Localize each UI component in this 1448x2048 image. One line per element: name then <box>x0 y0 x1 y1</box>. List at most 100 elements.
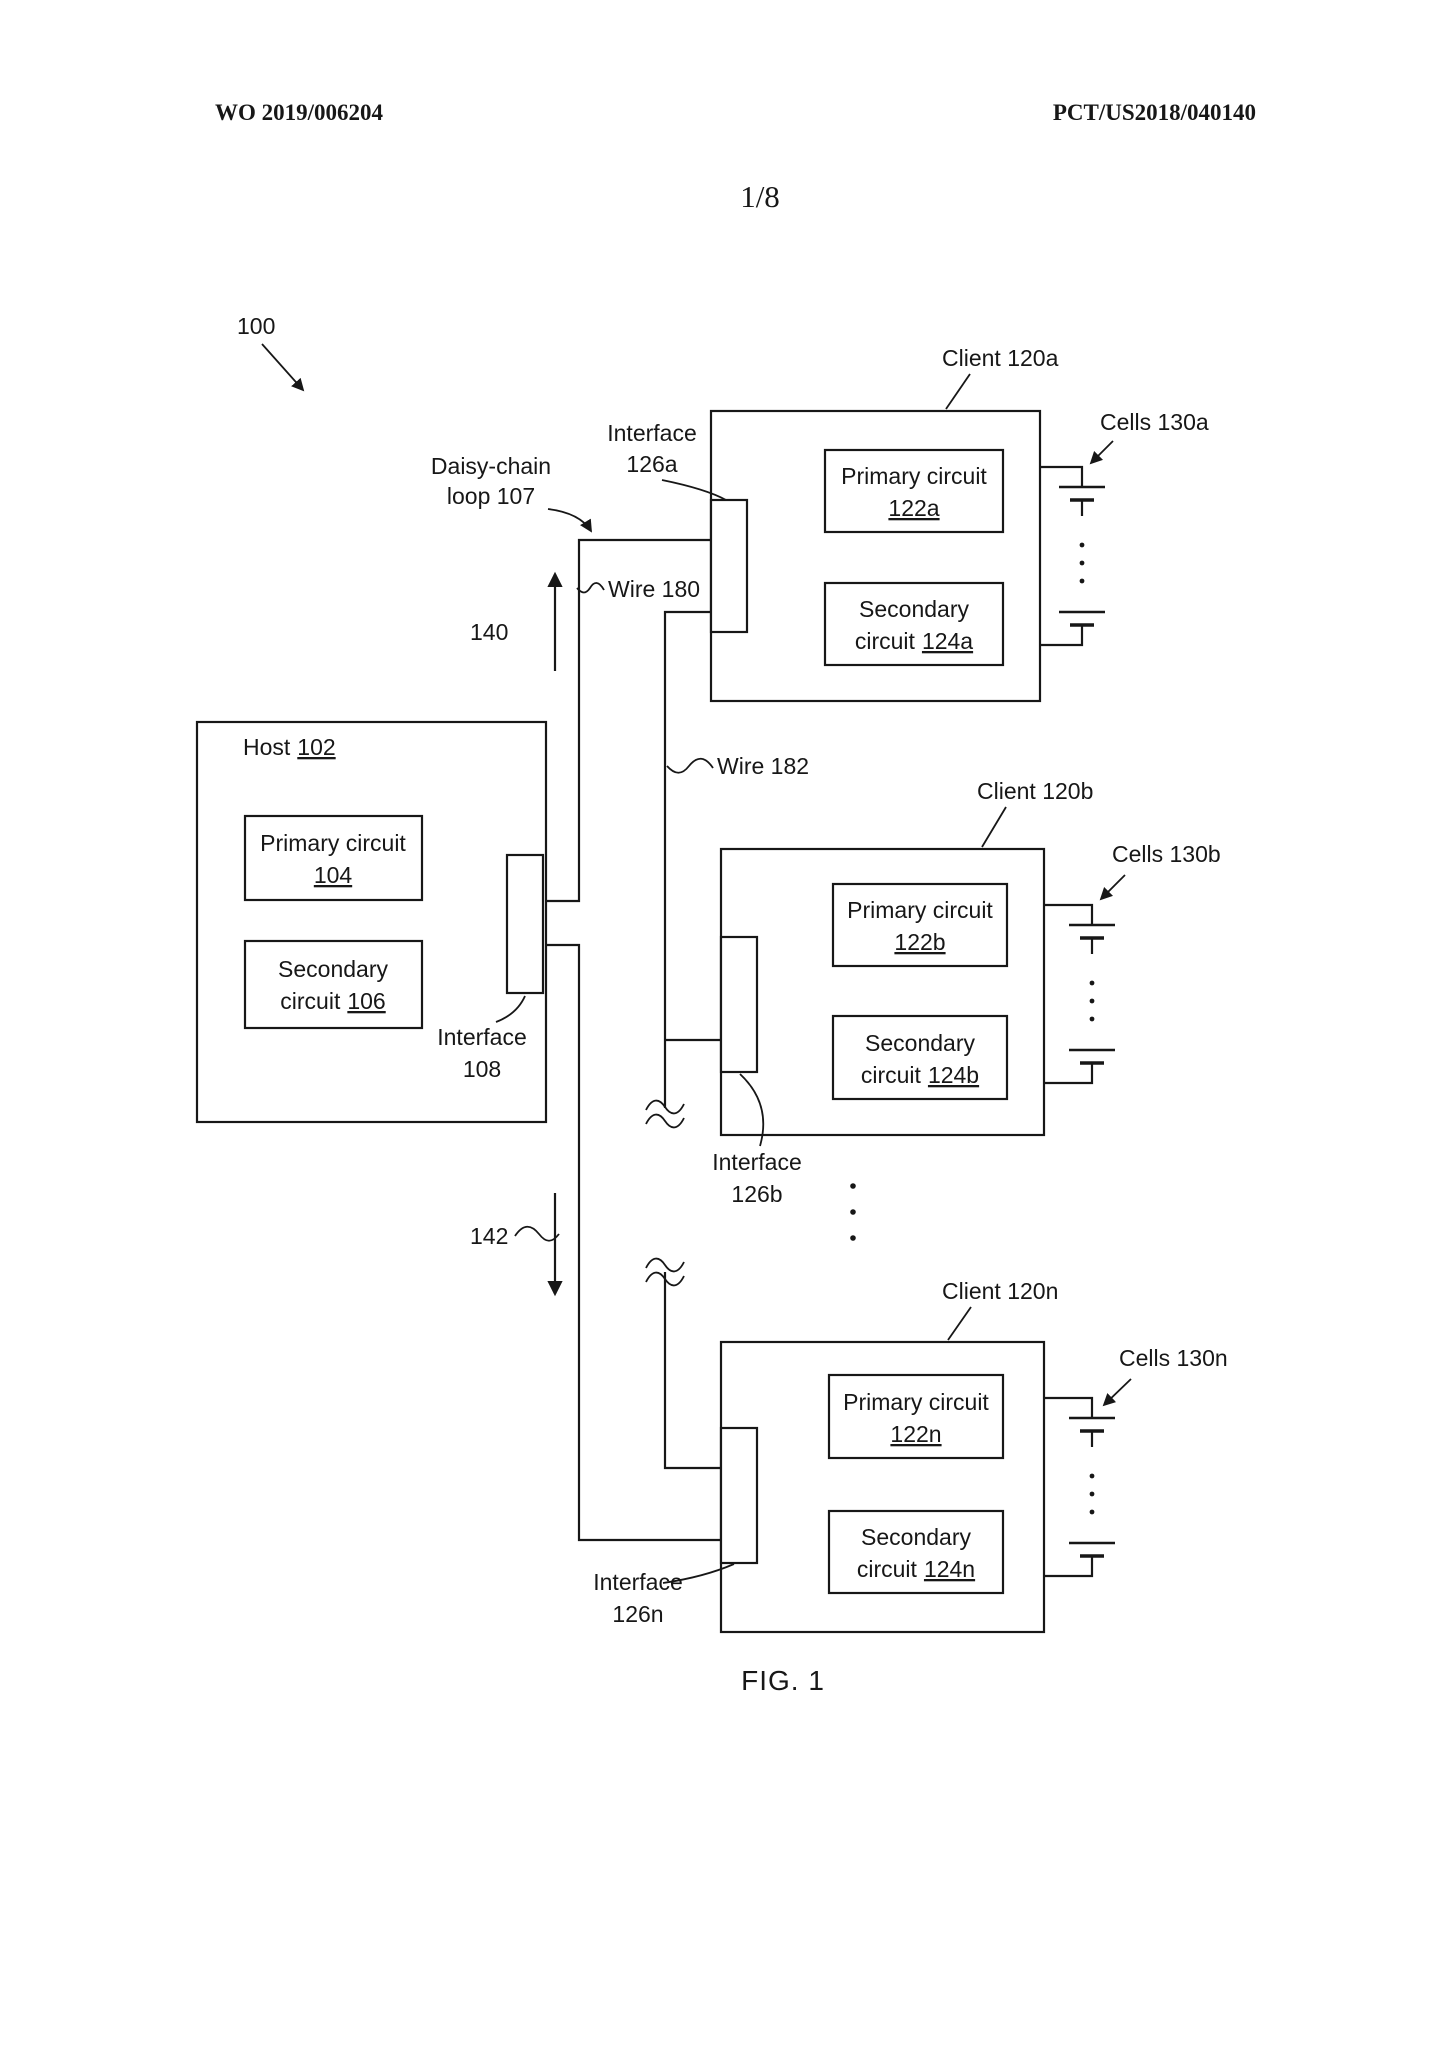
client-b-secondary-circuit-box <box>831 1014 1009 1101</box>
publication-number: WO 2019/006204 <box>215 100 384 125</box>
client-n-interface-label2: 126n <box>612 1601 663 1627</box>
host-primary-circuit-box <box>243 814 424 902</box>
ellipsis-dot <box>850 1235 856 1241</box>
cells-n-bottom-wire <box>1044 1556 1094 1578</box>
wire-182-leader <box>666 757 714 774</box>
client-n-title-leader <box>947 1306 972 1341</box>
ellipsis-dot <box>850 1209 856 1215</box>
cells-b-arrow <box>1099 874 1126 901</box>
battery-ellipsis-dot <box>1089 1509 1095 1515</box>
battery-ellipsis-dot <box>1089 998 1095 1004</box>
wire-182-label: Wire 182 <box>717 753 809 779</box>
client-a-interface-box <box>709 498 749 634</box>
client-a-title-leader <box>945 373 971 410</box>
wire-180-label: Wire 180 <box>608 576 700 602</box>
ref-100-label: 100 <box>237 313 275 339</box>
client-a-title: Client 120a <box>942 345 1059 371</box>
battery-ellipsis-dot <box>1079 560 1085 566</box>
client-b-title-leader <box>981 806 1007 848</box>
client-a-primary-num-line: 122a <box>888 495 939 521</box>
client-b-primary-num-line: 122b <box>894 929 945 955</box>
cells-a-bottom-wire <box>1040 625 1084 647</box>
client-b-primary-num: 122b <box>894 929 945 955</box>
daisy-chain-label-line2: loop 107 <box>447 483 535 509</box>
client-n-secondary-circuit-box <box>827 1509 1005 1595</box>
client-b-title: Client 120b <box>977 778 1093 804</box>
client-a-secondary-num: 124a <box>922 628 973 654</box>
wire-182-line <box>663 610 711 1108</box>
client-b-primary-label: Primary circuit <box>847 897 993 923</box>
wire-break-mark <box>645 1271 685 1287</box>
battery-ellipsis-dot <box>1089 1016 1095 1022</box>
battery-ellipsis-dot <box>1079 578 1085 584</box>
cells-b-bottom-wire <box>1044 1063 1094 1085</box>
host-secondary-circuit-box <box>243 939 424 1030</box>
client-n-title: Client 120n <box>942 1278 1058 1304</box>
ref-142-label: 142 <box>470 1223 508 1249</box>
host-interface-leader <box>495 995 526 1023</box>
host-box <box>195 720 548 1124</box>
client-a-secondary-label1: Secondary <box>859 596 969 622</box>
client-b-interface-box <box>719 935 759 1074</box>
host-interface-label1: Interface <box>437 1024 527 1050</box>
ref-100-arrow <box>261 343 305 392</box>
cells-b-label: Cells 130b <box>1112 841 1221 867</box>
cells-a-arrow <box>1089 440 1114 465</box>
client-b-secondary-num: 124b <box>928 1062 979 1088</box>
client-a-primary-num: 122a <box>888 495 939 521</box>
host-title-text: Host <box>243 734 291 760</box>
client-n-interface-leader <box>662 1563 735 1584</box>
client-n-primary-circuit-box <box>827 1373 1005 1460</box>
cells-n-arrow <box>1102 1378 1132 1407</box>
host-secondary-label2: circuit <box>280 988 341 1014</box>
daisy-chain-label-line1: Daisy-chain <box>431 453 551 479</box>
cells-a-label: Cells 130a <box>1100 409 1209 435</box>
client-a-group: Client 120a Primary circuit 122a Seconda… <box>607 345 1209 703</box>
client-b-interface-label1: Interface <box>712 1149 802 1175</box>
host-secondary-label1: Secondary <box>278 956 388 982</box>
client-a-secondary-label2: circuit <box>855 628 916 654</box>
sheet-number: 1/8 <box>740 179 780 214</box>
client-n-primary-num-line: 122n <box>890 1421 941 1447</box>
client-a-secondary-circuit-box <box>823 581 1005 667</box>
ref-142-leader <box>514 1225 560 1242</box>
host-primary-num-line: 104 <box>314 862 353 888</box>
host-secondary-num: 106 <box>347 988 385 1014</box>
client-b-interface-label2: 126b <box>731 1181 782 1207</box>
battery-ellipsis-dot <box>1089 1473 1095 1479</box>
client-b-interface-leader <box>739 1073 765 1147</box>
battery-ellipsis-dot <box>1079 542 1085 548</box>
host-interface-box <box>505 853 545 995</box>
client-b-secondary-label2: circuit <box>861 1062 922 1088</box>
cells-n-top-wire <box>1044 1396 1094 1418</box>
client-b-primary-circuit-box <box>831 882 1009 968</box>
client-n-secondary-label2: circuit <box>857 1556 918 1582</box>
application-number: PCT/US2018/040140 <box>1053 100 1256 125</box>
wire-to-client-n <box>663 1272 721 1470</box>
ref-140-label: 140 <box>470 619 508 645</box>
wire-return-line <box>543 943 721 1542</box>
client-a-interface-label1: Interface <box>607 420 697 446</box>
client-b-secondary-label1: Secondary <box>865 1030 975 1056</box>
client-n-secondary-num: 124n <box>924 1556 975 1582</box>
cells-n-label: Cells 130n <box>1119 1345 1228 1371</box>
client-n-secondary-label1: Secondary <box>861 1524 971 1550</box>
client-n-interface-label1: Interface <box>593 1569 683 1595</box>
daisy-chain-arrow <box>547 508 592 533</box>
wire-break-mark <box>645 1257 685 1273</box>
client-n-primary-label: Primary circuit <box>843 1389 989 1415</box>
battery-ellipsis-dot <box>1089 1491 1095 1497</box>
client-a-interface-leader <box>661 479 727 501</box>
client-n-interface-box <box>719 1426 759 1565</box>
figure-caption: FIG. 1 <box>741 1665 825 1696</box>
battery-ellipsis-dot <box>1089 980 1095 986</box>
wire-break-mark <box>645 1113 685 1129</box>
client-n-primary-num: 122n <box>890 1421 941 1447</box>
